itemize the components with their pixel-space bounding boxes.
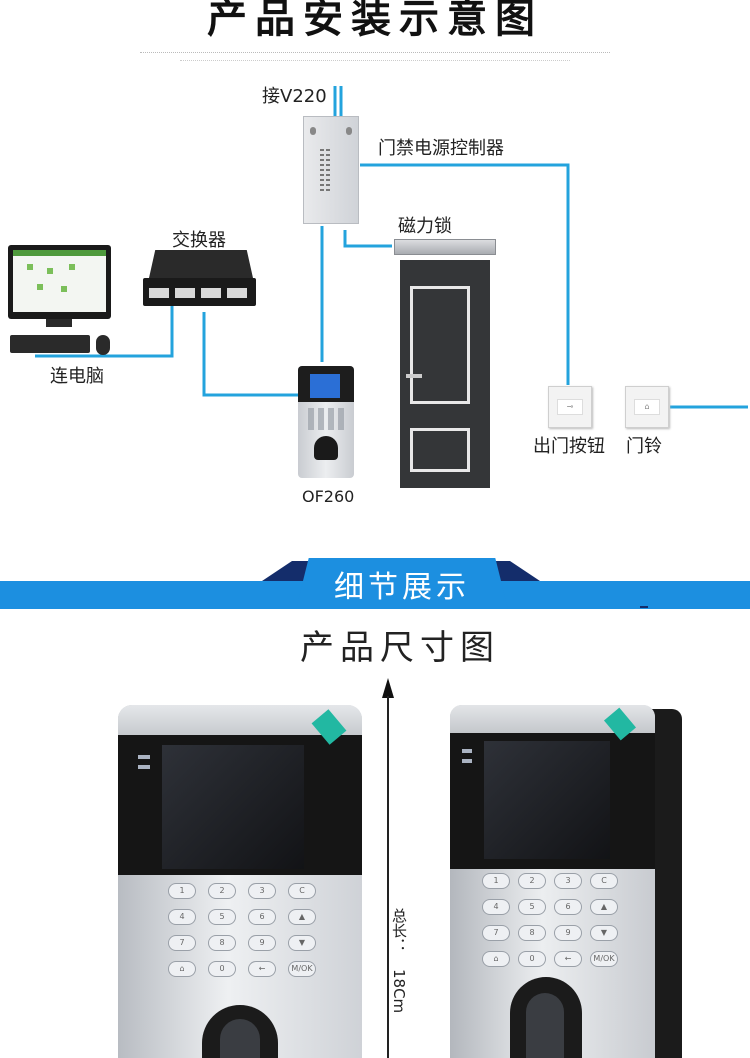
lock-label: 磁力锁 <box>398 216 452 237</box>
switch-computer-wire <box>35 305 174 358</box>
magnetic-lock <box>394 239 496 255</box>
keypad-key[interactable]: 1 <box>482 873 510 889</box>
keypad-key[interactable]: 9 <box>248 935 276 951</box>
keypad-key[interactable]: 3 <box>248 883 276 899</box>
keypad-key[interactable]: 5 <box>208 909 236 925</box>
decorative-divider <box>140 52 610 54</box>
fingerprint-sensor <box>202 1005 278 1058</box>
length-value-text: 18Cm <box>390 969 408 1014</box>
keypad-key[interactable]: 7 <box>482 925 510 941</box>
dimension-arrow-head <box>382 678 394 698</box>
of260-device <box>298 366 354 478</box>
dimension-label: 总长： 18Cm <box>390 908 412 1013</box>
keypad-key[interactable]: C <box>590 873 618 889</box>
keypad-key[interactable]: 4 <box>168 909 196 925</box>
switch-label: 交换器 <box>172 230 226 251</box>
size-diagram-title: 产品尺寸图 <box>300 628 500 668</box>
keypad-key[interactable]: ⌂ <box>168 961 196 977</box>
keypad-key[interactable]: ← <box>554 951 582 967</box>
decorative-mark <box>640 606 648 608</box>
keypad-key[interactable]: C <box>288 883 316 899</box>
switch-device-wire <box>202 312 300 397</box>
decorative-divider <box>180 60 570 62</box>
device-label: OF260 <box>302 487 355 506</box>
keypad-key[interactable]: 2 <box>208 883 236 899</box>
front-screen <box>162 745 304 869</box>
keypad-key[interactable]: ▼ <box>288 935 316 951</box>
section-banner-title: 细节展示 <box>334 570 470 605</box>
keypad-key[interactable]: 6 <box>248 909 276 925</box>
keypad-key[interactable]: ← <box>248 961 276 977</box>
doorbell-label: 门铃 <box>626 436 662 457</box>
keypad-key[interactable]: 2 <box>518 873 546 889</box>
keypad-key[interactable]: 6 <box>554 899 582 915</box>
bell-icon: ⌂ <box>634 399 660 415</box>
keypad-key[interactable]: 8 <box>518 925 546 941</box>
keypad-key[interactable]: 3 <box>554 873 582 889</box>
keypad-key[interactable]: M/OK <box>590 951 618 967</box>
monitor-stand <box>46 319 72 327</box>
keypad-key[interactable]: 8 <box>208 935 236 951</box>
exit-button-label: 出门按钮 <box>533 436 605 457</box>
keypad-key[interactable]: 9 <box>554 925 582 941</box>
computer-label: 连电脑 <box>50 366 104 387</box>
keypad-key[interactable]: ▲ <box>288 909 316 925</box>
controller-exit-wire <box>360 163 570 385</box>
side-screen <box>484 741 610 859</box>
door <box>400 260 490 488</box>
exit-button-panel: ⊸ <box>548 386 592 428</box>
page-title: 产品安装示意图 <box>207 0 543 42</box>
power-controller-label: 门禁电源控制器 <box>378 138 504 159</box>
keypad-key[interactable]: M/OK <box>288 961 316 977</box>
fingerprint-sensor <box>510 977 582 1058</box>
controller-lock-wire <box>343 230 392 248</box>
power-controller-box <box>303 116 359 224</box>
keypad-key[interactable]: 0 <box>208 961 236 977</box>
keypad-key[interactable]: 0 <box>518 951 546 967</box>
key-icon: ⊸ <box>557 399 583 415</box>
mouse-icon <box>96 335 110 355</box>
keypad-key[interactable]: 1 <box>168 883 196 899</box>
keypad-key[interactable]: ▲ <box>590 899 618 915</box>
total-length-text: 总长： <box>390 908 408 953</box>
dimension-line <box>387 696 389 1058</box>
power-label: 接V220 <box>262 86 327 107</box>
keypad-key[interactable]: ⌂ <box>482 951 510 967</box>
computer-monitor <box>8 245 111 319</box>
keypad-key[interactable]: 5 <box>518 899 546 915</box>
keypad-key[interactable]: 4 <box>482 899 510 915</box>
network-switch <box>143 250 256 306</box>
keyboard <box>10 335 90 353</box>
doorbell-panel: ⌂ <box>625 386 669 428</box>
keypad-key[interactable]: ▼ <box>590 925 618 941</box>
keypad-key[interactable]: 7 <box>168 935 196 951</box>
diagram-wires <box>35 86 748 409</box>
section-banner-tab <box>296 558 508 609</box>
installation-diagram <box>0 70 750 540</box>
